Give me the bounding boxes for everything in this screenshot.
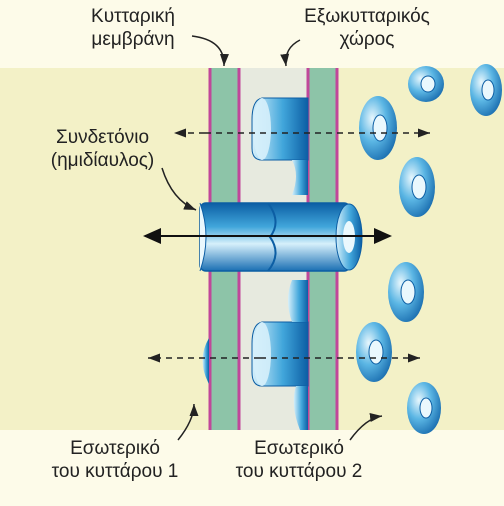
cell1-label-line2: του κυττάρου 1	[51, 461, 179, 482]
cell1-pointer	[177, 403, 199, 441]
connexon-face-4	[356, 322, 392, 382]
extracellular-label-line2: χώρος	[339, 29, 395, 50]
extracellular-label-line1: Εξωκυτταρικός	[304, 6, 430, 27]
cell1-label: Εσωτερικό του κυττάρου 1	[40, 437, 190, 483]
connexon-label-line2: (ημιδίαυλος)	[50, 150, 155, 171]
membrane-label-line2: μεμβράνη	[91, 29, 175, 50]
cell2-label-line1: Εσωτερικό	[254, 438, 344, 459]
channel-upper	[251, 97, 309, 195]
connexon-face-7	[470, 64, 502, 116]
connexon-face-5	[407, 382, 441, 434]
connexon-face-1	[359, 96, 397, 160]
connexon-face-3	[388, 262, 424, 322]
connexon-label: Συνδετόνιο (ημιδίαυλος)	[40, 126, 165, 172]
cell2-label: Εσωτερικό του κυττάρου 2	[224, 437, 374, 483]
connexon-face-2	[399, 157, 435, 217]
extracellular-label: Εξωκυτταρικός χώρος	[292, 5, 442, 51]
extracellular-pointer	[280, 39, 301, 67]
cell2-label-line2: του κυττάρου 2	[235, 461, 363, 482]
connexon-label-line1: Συνδετόνιο	[55, 127, 150, 148]
cell2-pointer	[349, 413, 383, 441]
cell1-interior	[0, 68, 210, 430]
cell1-label-line1: Εσωτερικό	[70, 438, 160, 459]
connexon-pointer	[161, 167, 197, 211]
connexon-face-6	[408, 66, 444, 102]
channel-lower	[251, 280, 309, 430]
membrane-label-line1: Κυτταρική	[91, 6, 175, 27]
membrane-pointer	[191, 35, 229, 67]
membrane-label: Κυτταρική μεμβράνη	[68, 5, 198, 51]
channel-stub-left	[202, 338, 209, 384]
